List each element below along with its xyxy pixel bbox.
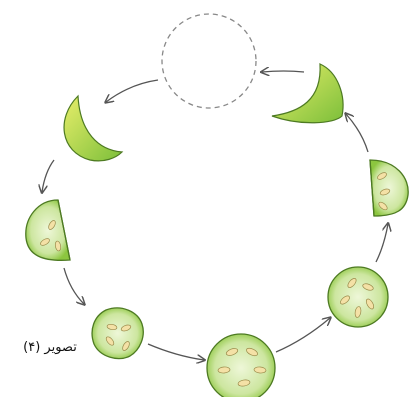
arrow-1	[106, 80, 158, 102]
arrow-7	[346, 114, 368, 152]
stage-thin-crescent-left	[64, 96, 122, 161]
stage-half-slice-right	[370, 160, 408, 216]
stage-gibbous-slice	[92, 308, 143, 359]
stage-half-slice-left	[26, 200, 70, 260]
arrow-4	[148, 344, 204, 360]
stage-full-slice-right	[328, 267, 388, 327]
arrow-8	[262, 71, 304, 72]
arrow-6	[376, 224, 388, 262]
arrow-2	[42, 160, 54, 192]
arrow-5	[276, 318, 330, 352]
figure-caption: تصویر (۴)	[7, 340, 93, 355]
stage-empty-circle	[162, 14, 256, 108]
arrow-3	[64, 268, 84, 304]
stage-full-slice-bottom	[207, 334, 275, 397]
stage-thin-crescent-right	[272, 64, 343, 123]
